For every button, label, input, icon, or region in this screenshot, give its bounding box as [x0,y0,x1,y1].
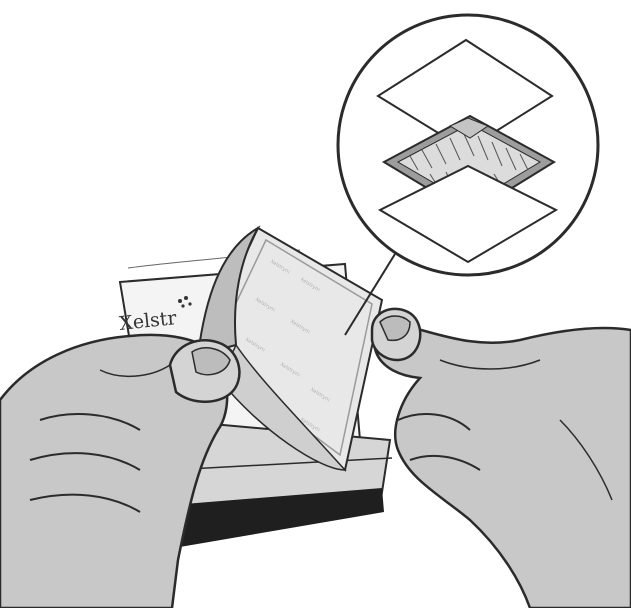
magnified-callout [338,15,598,335]
right-hand [372,309,631,608]
